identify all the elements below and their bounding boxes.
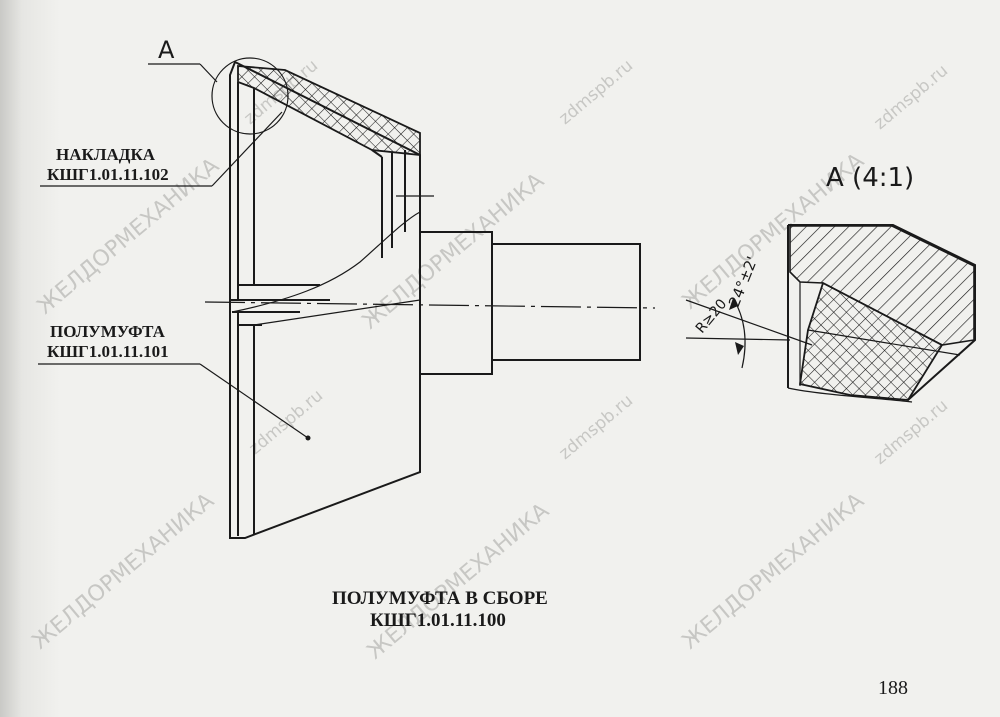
- dim-line: [685, 299, 813, 346]
- half-name: ПОЛУМУФТА: [50, 322, 166, 341]
- detail-break-curve: [787, 387, 913, 403]
- leader-dot: [305, 435, 311, 441]
- coupling-half-view: A: [148, 36, 656, 539]
- half-leader: [199, 363, 309, 439]
- detail-title: A (4:1): [826, 163, 914, 193]
- callout-pad: НАКЛАДКА КШГ1.01.11.102: [40, 111, 283, 187]
- detail-leader: [199, 63, 218, 83]
- watermark-text: ЖЕЛДОРМЕХАНИКА: [28, 489, 219, 655]
- shaft-contour: [420, 231, 641, 375]
- part-contour: [229, 60, 421, 539]
- pad-name: НАКЛАДКА: [56, 145, 156, 164]
- pad-code: КШГ1.01.11.102: [47, 165, 169, 184]
- page-number: 188: [878, 677, 908, 699]
- detail-marker: A: [158, 36, 175, 64]
- dim-line: [685, 337, 791, 341]
- inner-face: [371, 149, 383, 158]
- pad-section: [237, 65, 421, 156]
- watermark-text: zdmspb.ru: [870, 61, 952, 134]
- half-code: КШГ1.01.11.101: [47, 342, 169, 361]
- watermark-text: zdmspb.ru: [870, 396, 952, 469]
- callout-half: ПОЛУМУФТА КШГ1.01.11.101: [38, 322, 311, 441]
- detail-contour: [787, 224, 976, 401]
- watermark-text: zdmspb.ru: [555, 391, 637, 464]
- detail-view: A (4:1) 24°±2' R≥20: [685, 163, 976, 403]
- watermark-text: zdmspb.ru: [245, 386, 327, 459]
- dim-arrow: [729, 298, 738, 310]
- watermark-text: ЖЕЛДОРМЕХАНИКА: [358, 169, 549, 335]
- detail-circle: [211, 57, 289, 135]
- watermark-text: ЖЕЛДОРМЕХАНИКА: [363, 499, 554, 665]
- dim-arrow: [735, 342, 744, 355]
- center-line: [204, 301, 656, 309]
- watermark-text: zdmspb.ru: [555, 56, 637, 129]
- assembly-name: ПОЛУМУФТА В СБОРЕ: [332, 588, 548, 609]
- assembly-code: КШГ1.01.11.100: [370, 610, 506, 631]
- break-line: [231, 211, 421, 313]
- pad-leader: [211, 111, 283, 187]
- dim-extension: [807, 329, 961, 356]
- assembly-title: ПОЛУМУФТА В СБОРЕ КШГ1.01.11.100: [332, 588, 548, 631]
- watermark-text: ЖЕЛДОРМЕХАНИКА: [678, 489, 869, 655]
